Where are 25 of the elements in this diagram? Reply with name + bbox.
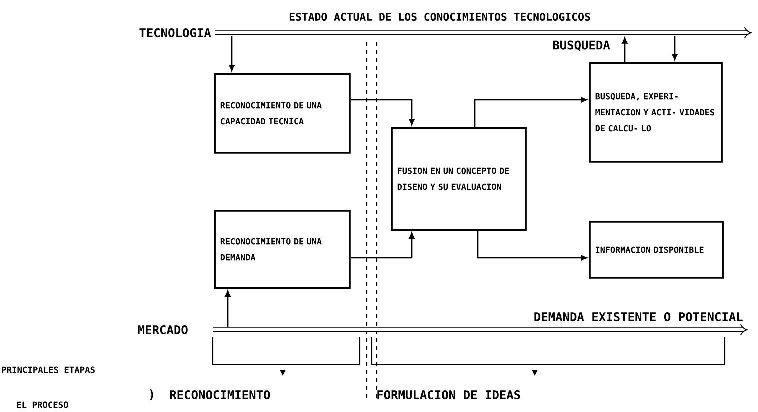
stage-label: RECONOCIMIENTO: [170, 390, 270, 400]
stream-label: DEMANDA EXISTENTE O POTENCIAL: [532, 311, 745, 323]
process-box: BUSQUEDA, EXPERI- MENTACION Y ACTI- VIDADES DE CALCU- LO: [589, 62, 723, 163]
process-box: FUSION EN UN CONCEPTO DE DISENO Y SU EVALUACION: [391, 127, 527, 231]
stream-arrow: [213, 324, 748, 336]
process-box: RECONOCIMIENTO DE UNA DEMANDA: [214, 210, 351, 289]
arrow: [225, 290, 231, 328]
caption-text: PRINCIPALES ETAPAS: [2, 366, 95, 374]
arrow: [229, 36, 235, 72]
stream-label: MERCADO: [138, 325, 188, 335]
arrow: [350, 99, 415, 126]
caption-text: EL PROCESO: [17, 402, 68, 408]
stream-label: TECNOLOGIA: [140, 28, 212, 38]
stream-label: BUSQUEDA: [553, 40, 610, 52]
stage-label: FORMULACION DE IDEAS: [378, 390, 520, 400]
arrow: [672, 36, 678, 60]
arrow: [477, 230, 588, 261]
arrow: [622, 38, 628, 62]
stream-label: ESTADO ACTUAL DE LOS CONOCIMIENTOS TECNOLOGICOS: [290, 12, 590, 22]
process-box: INFORMACION DISPONIBLE: [589, 221, 724, 279]
stream-arrow: [215, 27, 752, 39]
arrow: [350, 232, 415, 259]
brace-symbol: ): [150, 390, 154, 400]
arrow: [474, 97, 588, 128]
process-box: RECONOCIMIENTO DE UNA CAPACIDAD TECNICA: [214, 73, 351, 154]
